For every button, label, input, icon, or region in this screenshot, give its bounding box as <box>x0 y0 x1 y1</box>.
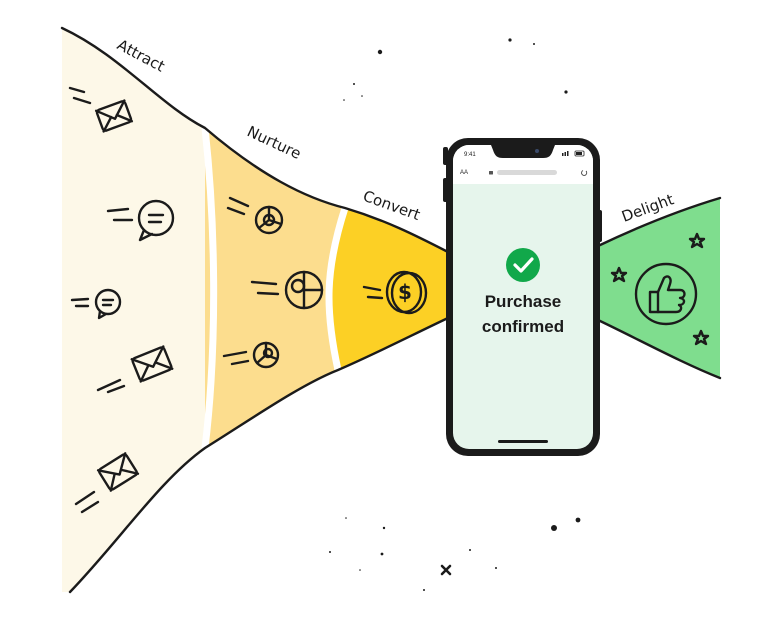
motion-lines <box>74 490 100 514</box>
thumbs-up-icon <box>634 262 698 326</box>
motion-lines <box>68 86 92 105</box>
star-icon <box>692 329 710 346</box>
signal-icon <box>562 151 569 156</box>
envelope-icon <box>94 99 134 133</box>
envelope-icon <box>96 452 140 492</box>
battery-icon <box>574 150 585 157</box>
pie-chart-icon <box>252 341 280 369</box>
checkmark-circle-icon <box>506 248 540 282</box>
funnel-bottom-edge <box>68 316 450 594</box>
chat-bubble-icon <box>137 199 175 242</box>
status-time: 9:41 <box>464 152 476 158</box>
pie-chart-icon <box>284 270 324 310</box>
address-bar[interactable] <box>497 170 557 175</box>
motion-lines <box>250 280 280 296</box>
delight-bottom-edge <box>596 318 722 380</box>
motion-lines <box>362 285 384 300</box>
motion-lines <box>96 378 126 394</box>
checkmark-icon <box>513 257 534 273</box>
reload-icon[interactable] <box>581 170 588 176</box>
stage-separator <box>325 206 349 371</box>
phone-notch <box>491 145 555 158</box>
lock-icon <box>489 171 493 175</box>
motion-lines <box>70 297 90 308</box>
svg-text:$: $ <box>398 280 412 304</box>
stage-separator <box>201 127 218 449</box>
pie-chart-icon <box>254 205 284 235</box>
nurture-band <box>205 128 345 448</box>
chat-bubble-icon <box>94 288 122 320</box>
delight-top-edge <box>596 196 722 248</box>
confirmation-line-1: Purchase <box>485 292 562 311</box>
home-indicator <box>498 440 548 443</box>
motion-lines <box>226 196 250 216</box>
envelope-icon <box>130 345 174 383</box>
motion-lines <box>106 207 134 222</box>
funnel-top-edge <box>60 26 450 254</box>
motion-lines <box>222 350 250 366</box>
stage-label-nurture: Nurture <box>244 122 304 163</box>
attract-band <box>62 28 205 592</box>
convert-band <box>328 208 448 370</box>
phone-screen <box>453 145 593 449</box>
dollar-coin-icon: $ <box>385 270 428 315</box>
decorative-dots <box>329 38 581 591</box>
star-icon <box>688 232 706 249</box>
text-size-button[interactable]: AA <box>460 170 468 176</box>
smartphone: 9:41 AA Purchase confirmed <box>443 138 602 456</box>
star-icon <box>610 266 628 283</box>
confirmation-line-2: confirmed <box>482 317 564 336</box>
sparkle-icon <box>440 564 452 576</box>
